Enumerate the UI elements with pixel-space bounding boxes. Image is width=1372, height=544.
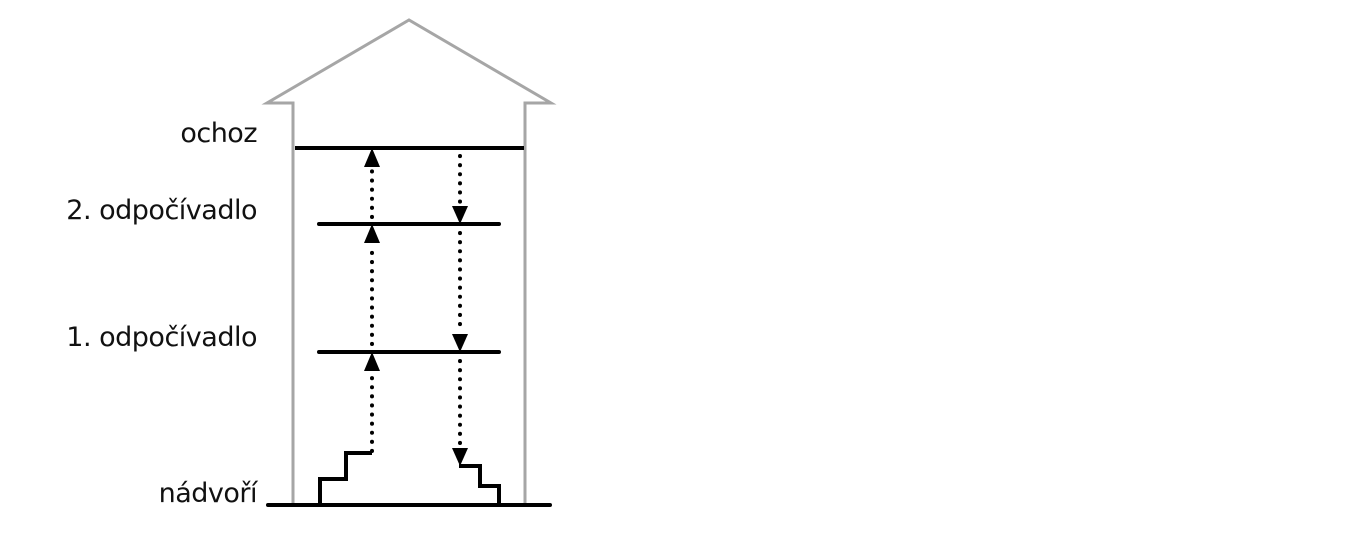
stairs-down [459,464,501,505]
up-path [364,148,380,453]
arrow-up-icon [364,352,380,371]
arrow-down-icon [452,334,468,352]
arrow-down-icon [452,448,468,466]
down-path [452,154,468,466]
building-outline [261,18,557,505]
arrow-down-icon [452,206,468,224]
arrow-up-icon [364,224,380,243]
label-landing-1: 1. odpočívadlo [66,322,257,353]
label-courtyard: nádvoří [158,478,258,509]
label-landing-2: 2. odpočívadlo [66,195,257,226]
arrow-up-icon [364,148,380,167]
label-ochoz: ochoz [180,118,257,149]
stairs-up [318,451,372,505]
